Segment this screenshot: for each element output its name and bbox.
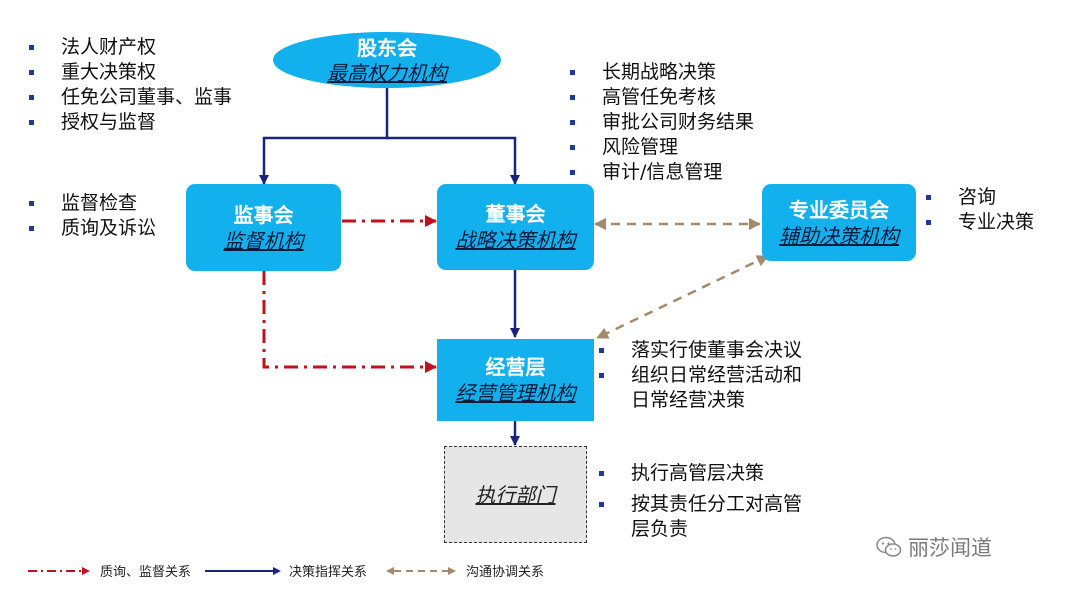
legend-command: 决策指挥关系 xyxy=(205,561,367,580)
list-item: 日常经营决策 xyxy=(631,389,746,411)
watermark-text: 丽莎闻道 xyxy=(908,536,992,560)
legend-command-label: 决策指挥关系 xyxy=(289,565,368,580)
list-item: 执行高管层决策 xyxy=(597,461,802,486)
list-item: 审批公司财务结果 xyxy=(568,110,754,135)
list-item: 风险管理 xyxy=(568,135,754,160)
legend-inquiry-label: 质询、监督关系 xyxy=(100,565,192,580)
node-board-subtitle: 战略决策机构 xyxy=(455,228,576,252)
legend-inquiry: 质询、监督关系 xyxy=(28,561,191,580)
watermark: 丽莎闻道 xyxy=(876,532,992,562)
node-shareholders-title: 股东会 xyxy=(357,36,417,60)
list-item: 任免公司董事、监事 xyxy=(27,85,232,110)
node-management-title: 经营层 xyxy=(485,355,546,379)
list-item: 专业决策 xyxy=(924,210,1034,235)
bullets-committee: 咨询 专业决策 xyxy=(924,185,1034,235)
list-item: 咨询 xyxy=(924,185,1034,210)
list-item: 层负责 xyxy=(631,518,689,540)
node-shareholders: 股东会 最高权力机构 xyxy=(273,32,501,88)
edge-shareholders-to-board xyxy=(387,136,520,185)
node-management-subtitle: 经营管理机构 xyxy=(455,381,576,405)
node-committee-subtitle: 辅助决策机构 xyxy=(779,223,899,248)
node-board-title: 董事会 xyxy=(485,202,546,226)
list-item: 质询及诉讼 xyxy=(27,216,156,241)
node-committee-title: 专业委员会 xyxy=(789,197,889,222)
node-committee: 专业委员会 辅助决策机构 xyxy=(762,184,916,261)
legend-inquiry-line xyxy=(28,566,90,575)
list-item: 高管任免考核 xyxy=(568,85,754,110)
legend-coordination-line xyxy=(386,566,456,575)
bullets-management: 落实行使董事会决议 组织日常经营活动和 日常经营决策 xyxy=(597,338,802,413)
list-item: 授权与监督 xyxy=(27,110,232,135)
bullets-board: 长期战略决策 高管任免考核 审批公司财务结果 风险管理 审计/信息管理 xyxy=(568,60,754,185)
node-management: 经营层 经营管理机构 xyxy=(437,339,594,421)
node-execution: 执行部门 xyxy=(444,446,587,543)
legend-command-line xyxy=(205,566,281,575)
list-item: 落实行使董事会决议 xyxy=(597,338,802,363)
node-shareholders-subtitle: 最高权力机构 xyxy=(327,61,447,85)
list-item: 重大决策权 xyxy=(27,60,232,85)
bullets-supervisory: 监督检查 质询及诉讼 xyxy=(27,191,156,241)
list-item: 组织日常经营活动和 xyxy=(597,363,802,388)
edge-shareholders-to-split xyxy=(259,86,389,185)
node-supervisory-subtitle: 监督机构 xyxy=(223,228,304,253)
wechat-icon xyxy=(876,536,902,557)
legend-coordination-label: 沟通协调关系 xyxy=(466,565,545,580)
node-board: 董事会 战略决策机构 xyxy=(437,184,594,270)
list-item: 按其责任分工对高管 xyxy=(597,492,802,517)
list-item: 法人财产权 xyxy=(27,35,232,60)
node-supervisory-board: 监事会 监督机构 xyxy=(186,184,341,271)
list-item: 审计/信息管理 xyxy=(568,160,754,185)
edge-supervisory-to-management xyxy=(262,271,437,373)
bullets-execution: 执行高管层决策 按其责任分工对高管 层负责 xyxy=(597,461,802,542)
list-item: 长期战略决策 xyxy=(568,60,754,85)
node-execution-title: 执行部门 xyxy=(475,482,556,507)
edge-committee-management xyxy=(596,254,769,340)
bullets-shareholders: 法人财产权 重大决策权 任免公司董事、监事 授权与监督 xyxy=(27,35,232,135)
node-supervisory-title: 监事会 xyxy=(233,202,294,227)
list-item: 监督检查 xyxy=(27,191,156,216)
legend-coordination: 沟通协调关系 xyxy=(386,561,544,580)
